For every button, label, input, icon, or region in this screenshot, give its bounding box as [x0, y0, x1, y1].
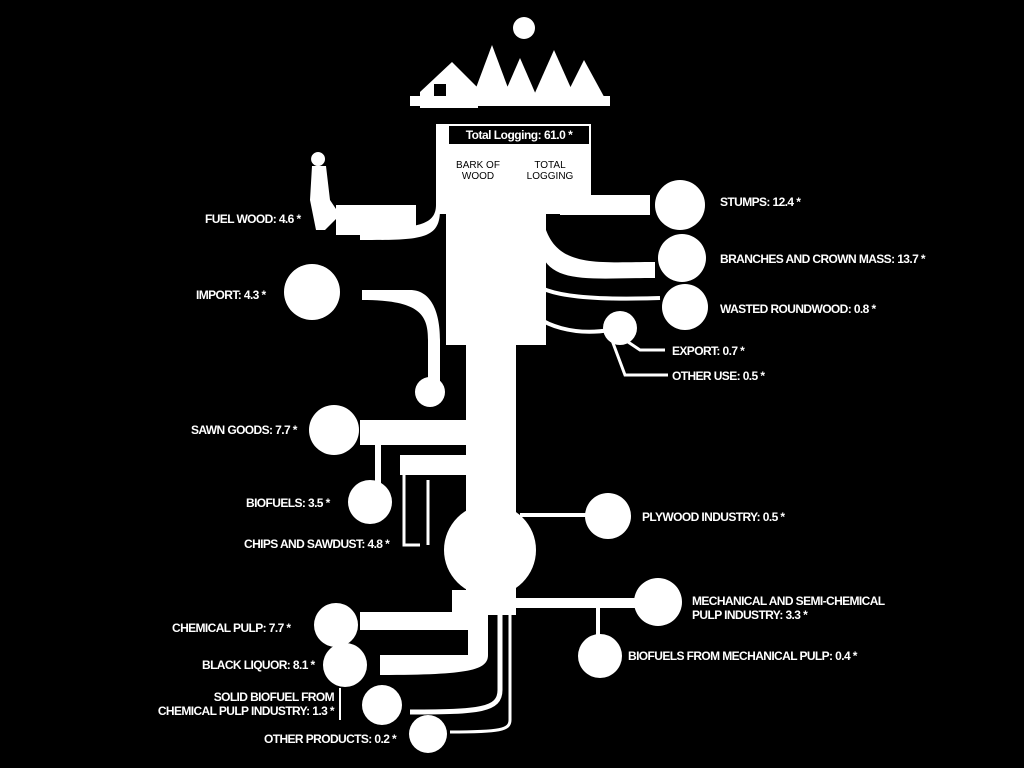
- trunk-upper: [446, 210, 546, 345]
- column-header-left: Bark of wood: [448, 160, 508, 182]
- biofuels-node: [348, 480, 392, 524]
- sledge: [336, 205, 416, 235]
- mech-pulp-flow: [510, 598, 640, 608]
- label-mech-pulp-line2: PULP INDUSTRY: 3.3 *: [692, 608, 885, 622]
- branches-flow: [540, 230, 655, 279]
- label-solid-biofuel: SOLID BIOFUEL FROM CHEMICAL PULP INDUSTR…: [150, 690, 334, 718]
- branches-node: [658, 234, 706, 282]
- label-solid-biofuel-line1: SOLID BIOFUEL FROM: [150, 690, 334, 704]
- label-black-liquor: BLACK LIQUOR: 8.1 *: [202, 658, 315, 672]
- label-other-products: OTHER PRODUCTS: 0.2 *: [264, 732, 396, 746]
- stumps-node: [655, 180, 705, 230]
- label-other-use: OTHER USE: 0.5 *: [672, 369, 764, 383]
- export-node: [603, 311, 637, 345]
- person-figure: [310, 152, 340, 230]
- forest-illustration: [410, 17, 610, 108]
- sawn-flow: [360, 420, 466, 445]
- pulp-hub: [444, 504, 536, 596]
- label-mech-pulp-line1: MECHANICAL AND SEMI-CHEMICAL: [692, 594, 885, 608]
- label-biofuels-mech-pulp: BIOFUELS FROM MECHANICAL PULP: 0.4 *: [628, 649, 857, 663]
- black-liquor-flow: [380, 595, 488, 675]
- sawn-node: [309, 405, 359, 455]
- label-solid-biofuel-line2: CHEMICAL PULP INDUSTRY: 1.3 *: [150, 704, 334, 718]
- solid-biofuel-node: [362, 685, 402, 725]
- stumps-flow: [560, 195, 650, 215]
- chemical-pulp-flow: [360, 590, 470, 630]
- wasted-flow: [530, 280, 660, 299]
- total-logging-label: Total Logging: 61.0 *: [447, 124, 591, 146]
- label-branches: BRANCHES AND CROWN MASS: 13.7 *: [720, 252, 925, 266]
- label-chips-sawdust: CHIPS AND SAWDUST: 4.8 *: [244, 537, 389, 551]
- label-wasted-roundwood: WASTED ROUNDWOOD: 0.8 *: [720, 302, 876, 316]
- plywood-node: [585, 493, 631, 539]
- label-sawn-goods: SAWN GOODS: 7.7 *: [191, 423, 297, 437]
- label-mech-pulp: MECHANICAL AND SEMI-CHEMICAL PULP INDUST…: [692, 594, 885, 622]
- column-header-right: Total Logging: [515, 160, 585, 182]
- import-node: [284, 264, 340, 320]
- label-import: IMPORT: 4.3 *: [196, 288, 266, 302]
- label-plywood: PLYWOOD INDUSTRY: 0.5 *: [642, 510, 784, 524]
- wasted-node: [662, 284, 708, 330]
- other-products-node: [409, 715, 447, 753]
- label-chemical-pulp: CHEMICAL PULP: 7.7 *: [172, 621, 290, 635]
- label-stumps: STUMPS: 12.4 *: [720, 195, 800, 209]
- label-biofuels: BIOFUELS: 3.5 *: [246, 496, 330, 510]
- label-fuel-wood: FUEL WOOD: 4.6 *: [205, 212, 301, 226]
- chemical-pulp-node: [314, 603, 358, 647]
- label-export: EXPORT: 0.7 *: [672, 344, 744, 358]
- mech-biofuel-node: [578, 634, 622, 678]
- mech-pulp-node: [634, 578, 682, 626]
- black-liquor-node: [323, 643, 367, 687]
